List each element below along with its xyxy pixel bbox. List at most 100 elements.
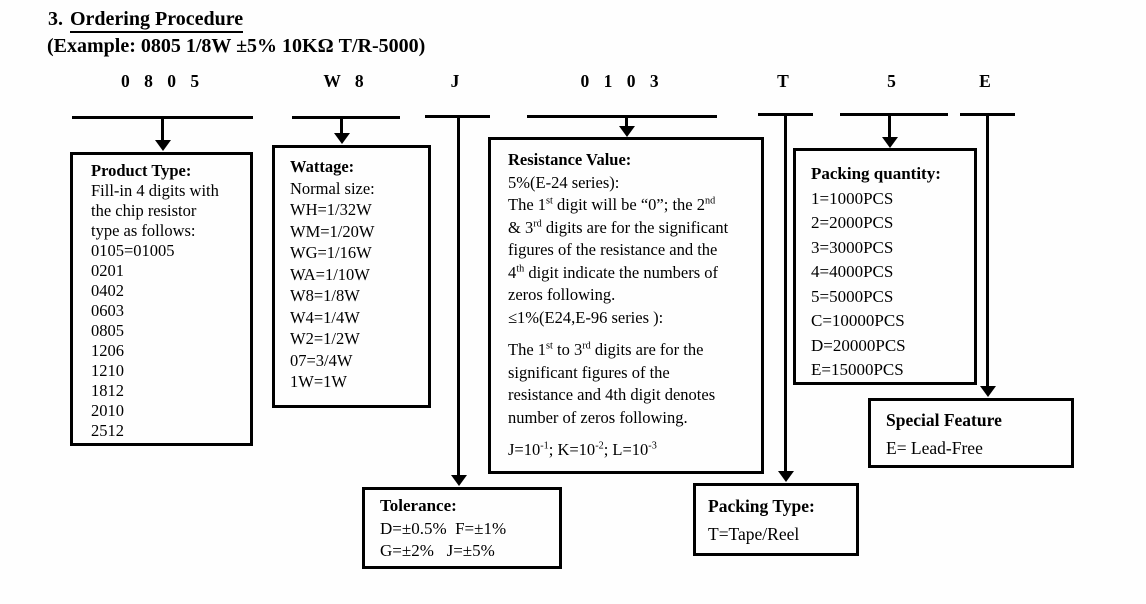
- superscript: th: [516, 263, 525, 274]
- box-line: J=10-1; K=10-2; L=10-3: [508, 439, 755, 462]
- connector-product-type-line: [161, 117, 164, 141]
- box-line: E= Lead-Free: [886, 438, 983, 458]
- connector-special-feature-line: [986, 113, 989, 387]
- text-run: digits are for the significant: [541, 217, 729, 237]
- underline-wattage: [292, 116, 400, 119]
- box-line: ≤1%(E24,E-96 series ):: [508, 307, 755, 330]
- text-run: J=10: [508, 440, 541, 459]
- box-line: 0805: [91, 321, 124, 340]
- text-run: & 3: [508, 217, 534, 237]
- box-line: 1210: [91, 361, 124, 380]
- text-run: 5%(E-24 series):: [508, 172, 620, 192]
- box-line: W8=1/8W: [290, 286, 360, 305]
- box-line: D=20000PCS: [811, 335, 906, 355]
- connector-tolerance-arrow-icon: [451, 475, 467, 486]
- box-line: zeros following.: [508, 284, 755, 307]
- box-line: 2010: [91, 401, 124, 420]
- superscript: rd: [533, 218, 542, 229]
- box-line: 4=4000PCS: [811, 262, 894, 281]
- connector-special-feature-arrow-icon: [980, 386, 996, 397]
- box-line: 5%(E-24 series):: [508, 172, 755, 195]
- box-line: T=Tape/Reel: [708, 524, 800, 544]
- superscript: -3: [648, 440, 657, 452]
- code-segment-product-type: 0 8 0 5: [120, 71, 205, 91]
- connector-product-type-arrow-icon: [155, 140, 171, 151]
- box-line: 1812: [91, 381, 124, 400]
- packing-type-box: Packing Type: T=Tape/Reel: [693, 483, 859, 556]
- box-line: & 3rd digits are for the significant: [508, 217, 755, 240]
- box-line: 1206: [91, 341, 124, 360]
- connector-tolerance-line: [457, 115, 460, 476]
- box-line: figures of the resistance and the: [508, 239, 755, 262]
- superscript: -2: [595, 440, 604, 452]
- resistance-value-text: 5%(E-24 series):The 1st digit will be “0…: [508, 172, 755, 462]
- box-line: type as follows:: [91, 221, 196, 240]
- box-line: resistance and 4th digit denotes: [508, 384, 755, 407]
- connector-packing-quantity-arrow-icon: [882, 137, 898, 148]
- text-run: ; L=10: [603, 440, 649, 459]
- box-line: WM=1/20W: [290, 221, 375, 241]
- connector-packing-quantity-line: [888, 113, 891, 138]
- resistance-value-box: Resistance Value: 5%(E-24 series):The 1s…: [488, 137, 764, 474]
- code-segment-wattage: W 8: [323, 71, 369, 91]
- text-run: 4: [508, 262, 517, 282]
- box-line: The 1st digit will be “0”; the 2nd: [508, 194, 755, 217]
- superscript: -1: [540, 440, 549, 452]
- code-segment-packing-type: T: [777, 71, 794, 91]
- box-line: the chip resistor: [91, 201, 197, 220]
- special-feature-title: Special Feature: [886, 410, 1002, 430]
- box-line: 1W=1W: [290, 372, 347, 391]
- resistance-value-title: Resistance Value:: [508, 150, 632, 169]
- text-run: significant figures of the: [508, 362, 670, 382]
- section-number: 3.: [48, 8, 63, 30]
- box-line: 2512: [91, 421, 124, 440]
- code-segment-tolerance: J: [450, 71, 465, 91]
- superscript: rd: [582, 340, 591, 352]
- connector-packing-type-line: [784, 113, 787, 472]
- superscript: st: [546, 195, 553, 207]
- box-line: WG=1/16W: [290, 243, 372, 262]
- connector-resistance-arrow-icon: [619, 126, 635, 137]
- box-line: E=15000PCS: [811, 360, 904, 379]
- underline-resistance: [527, 115, 717, 118]
- box-line: The 1st to 3rd digits are for the: [508, 339, 755, 362]
- connector-packing-type-arrow-icon: [778, 471, 794, 482]
- tolerance-list: D=±0.5% F=±1%G=±2% J=±5%: [380, 518, 555, 563]
- box-line: 2=2000PCS: [811, 213, 894, 232]
- text-run: to 3: [552, 340, 583, 359]
- box-line: 3=3000PCS: [811, 237, 894, 257]
- text-run: The 1: [508, 195, 547, 214]
- tolerance-box: Tolerance: D=±0.5% F=±1%G=±2% J=±5%: [362, 487, 562, 569]
- code-segment-special-feature: E: [979, 71, 996, 91]
- packing-type-list: T=Tape/Reel: [708, 520, 852, 548]
- tolerance-title: Tolerance:: [380, 496, 457, 515]
- box-line: Normal size:: [290, 178, 375, 198]
- section-title: Ordering Procedure: [70, 8, 244, 33]
- box-line: 5=5000PCS: [811, 286, 894, 306]
- connector-resistance-line: [625, 115, 628, 127]
- text-run: digit indicate the numbers of: [524, 262, 719, 282]
- box-line: number of zeros following.: [508, 407, 755, 430]
- box-line: 4th digit indicate the numbers of: [508, 262, 755, 285]
- box-line: W2=1/2W: [290, 329, 360, 348]
- text-run: The 1: [508, 340, 547, 359]
- box-line: W4=1/4W: [290, 307, 360, 327]
- text-run: digit will be “0”; the 2: [552, 195, 705, 214]
- special-feature-box: Special Feature E= Lead-Free: [868, 398, 1074, 468]
- box-line: G=±2% J=±5%: [380, 541, 495, 560]
- packing-quantity-title: Packing quantity:: [811, 164, 941, 183]
- connector-wattage-arrow-icon: [334, 133, 350, 144]
- connector-wattage-line: [340, 117, 343, 134]
- section-heading: 3. Ordering Procedure: [48, 8, 244, 33]
- text-run: digits are for the: [590, 340, 704, 359]
- text-run: zeros following.: [508, 285, 616, 304]
- text-run: figures of the resistance and the: [508, 240, 718, 259]
- box-line: 0201: [91, 261, 124, 280]
- box-line: WA=1/10W: [290, 264, 370, 284]
